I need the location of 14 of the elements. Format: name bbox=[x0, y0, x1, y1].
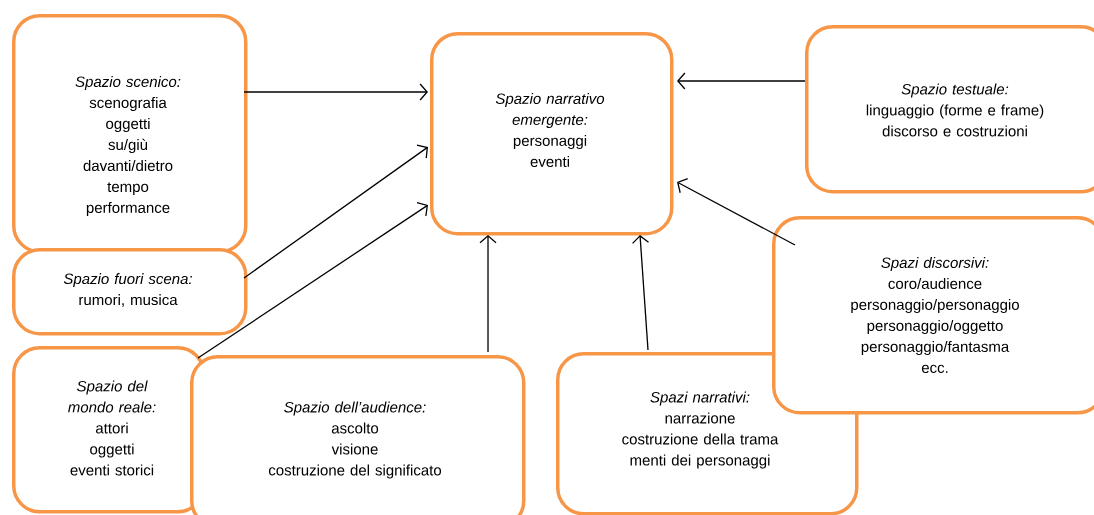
arrow bbox=[197, 202, 428, 359]
rounded-box: Spazio del mondo reale: attori oggetti eventi storici bbox=[12, 346, 206, 514]
rounded-box: Spazio scenico: scenografia oggetti su/giù davanti/dietro tempo performance bbox=[12, 14, 248, 254]
arrow bbox=[243, 144, 428, 279]
arrow bbox=[243, 83, 428, 101]
rounded-box: Spazio dell’audience: ascolto visione costruzione del significato bbox=[190, 355, 526, 515]
rounded-box: Spazio fuori scena: rumori, musica bbox=[12, 248, 248, 336]
arrow bbox=[677, 72, 806, 90]
rounded-box: Spazio narrativo emergente: personaggi eventi bbox=[430, 32, 674, 236]
rounded-box: Spazio testuale: linguaggio (forme e frame) discorso e costruzioni bbox=[805, 25, 1094, 194]
arrow bbox=[677, 178, 796, 246]
arrow bbox=[631, 235, 650, 351]
arrow bbox=[479, 235, 497, 353]
rounded-box: Spazi discorsivi: coro/audience personaggio/personaggio personaggio/oggetto personaggio/fantasma ecc. bbox=[772, 216, 1094, 415]
